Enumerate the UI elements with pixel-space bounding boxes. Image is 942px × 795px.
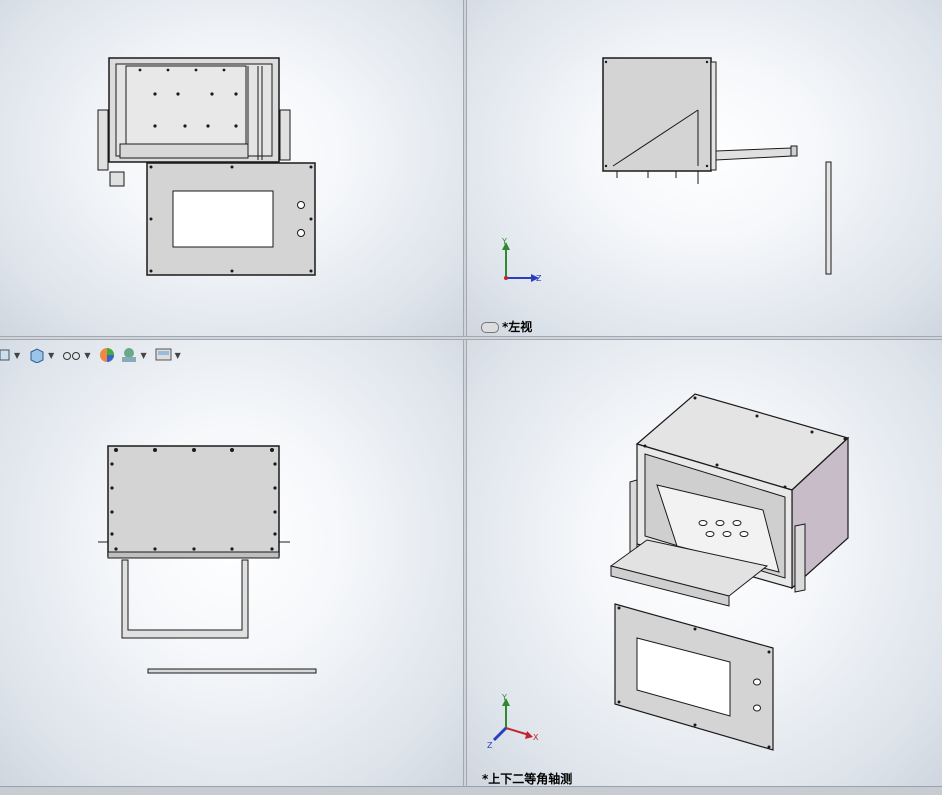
status-bar — [0, 786, 942, 795]
viewport-front[interactable] — [0, 0, 463, 336]
section-view-icon — [0, 349, 10, 361]
top-view-model — [98, 445, 317, 674]
link-icon — [481, 322, 499, 333]
hide-show-icon — [63, 352, 81, 360]
heads-up-toolbar: ▼ ▼ ▼ ▼ ▼ — [0, 346, 185, 364]
triad-y-label: Y — [501, 237, 507, 246]
section-view-button[interactable]: ▼ — [0, 346, 24, 364]
viewport-top[interactable]: ▼ ▼ ▼ ▼ ▼ — [0, 340, 463, 786]
scene-button[interactable]: ▼ — [120, 346, 150, 364]
view-settings-icon — [155, 348, 172, 361]
view-settings-button[interactable]: ▼ — [155, 346, 185, 364]
hide-show-button[interactable]: ▼ — [62, 346, 94, 364]
appearance-button[interactable] — [98, 346, 116, 364]
viewport-left[interactable]: Y Z *左视 — [467, 0, 942, 336]
appearance-icon — [100, 348, 115, 362]
view-name-left: *左视 — [481, 318, 532, 335]
scene-icon — [122, 348, 137, 362]
left-view-model: Y Z — [501, 57, 832, 283]
display-style-icon — [30, 348, 44, 363]
viewport-splitter-vertical[interactable] — [463, 0, 467, 794]
triad-y-label: Y — [501, 693, 507, 702]
isometric-view-model: Y X Z — [487, 393, 850, 751]
triad-x-label: X — [533, 733, 539, 742]
coordinate-triad: Y X Z — [487, 693, 539, 750]
display-style-button[interactable]: ▼ — [28, 346, 58, 364]
view-name-isometric: *上下二等角轴测 — [482, 772, 573, 786]
viewport-isometric[interactable]: Y X Z *上下二等角轴测 — [467, 340, 942, 786]
front-view-model — [97, 57, 316, 276]
triad-z-label: Z — [536, 274, 542, 283]
coordinate-triad: Y Z — [501, 237, 542, 283]
triad-z-label: Z — [487, 741, 493, 750]
viewport-splitter-horizontal[interactable] — [0, 336, 942, 340]
